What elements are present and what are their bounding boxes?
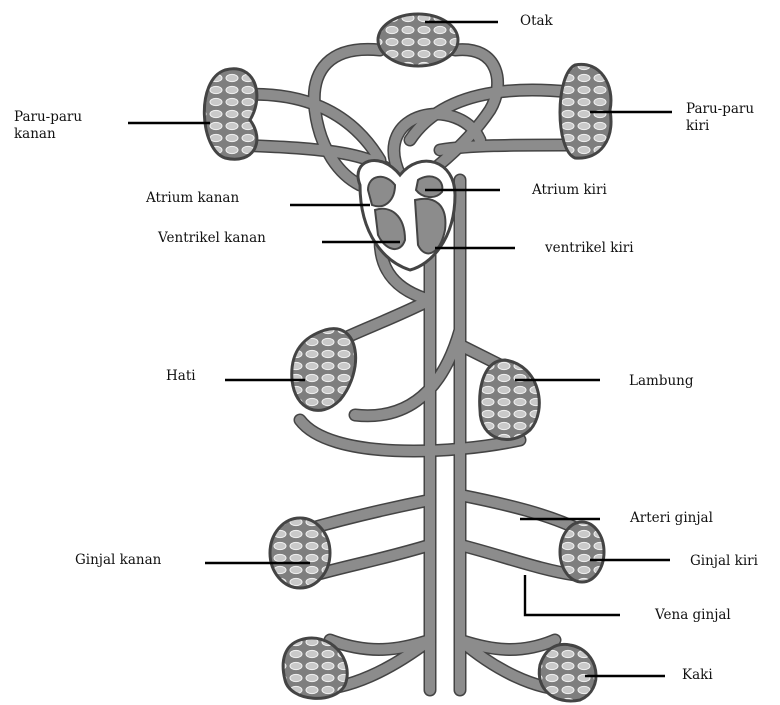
label-hati: Hati <box>166 368 196 385</box>
stomach-capillary-bed <box>480 360 540 440</box>
vessel-11 <box>355 330 460 416</box>
right-lung-capillary-bed <box>204 69 257 159</box>
label-lambung: Lambung <box>629 373 694 390</box>
vessel-15 <box>315 545 430 575</box>
right-kidney-capillary-bed <box>270 518 330 588</box>
label-kaki: Kaki <box>682 667 713 684</box>
left-leg-capillary-bed <box>539 644 596 701</box>
label-ventrikel-kanan: Ventrikel kanan <box>158 230 266 247</box>
left-atrium <box>416 176 442 197</box>
left-kidney-capillary-bed <box>560 522 604 582</box>
label-otak: Otak <box>520 13 553 30</box>
vessel-17 <box>460 545 575 575</box>
label-paru-paru-kiri: Paru-paru kiri <box>686 101 754 135</box>
label-arteri-ginjal: Arteri ginjal <box>630 510 713 527</box>
label-vena-ginjal: Vena ginjal <box>655 607 731 624</box>
label-atrium-kiri: Atrium kiri <box>532 182 607 199</box>
vessel-16 <box>460 495 580 530</box>
vessel-14 <box>305 500 430 530</box>
label-ginjal-kiri: Ginjal kiri <box>690 553 758 570</box>
label-atrium-kanan: Atrium kanan <box>146 190 239 207</box>
label-paru-paru-kanan: Paru-paru kanan <box>14 109 82 143</box>
vessel-5 <box>440 145 570 150</box>
blood-vessels <box>235 49 580 690</box>
label-ventrikel-kiri: ventrikel kiri <box>545 240 634 257</box>
liver-capillary-bed <box>292 329 356 411</box>
label-ginjal-kanan: Ginjal kanan <box>75 552 161 569</box>
heart <box>358 161 455 270</box>
